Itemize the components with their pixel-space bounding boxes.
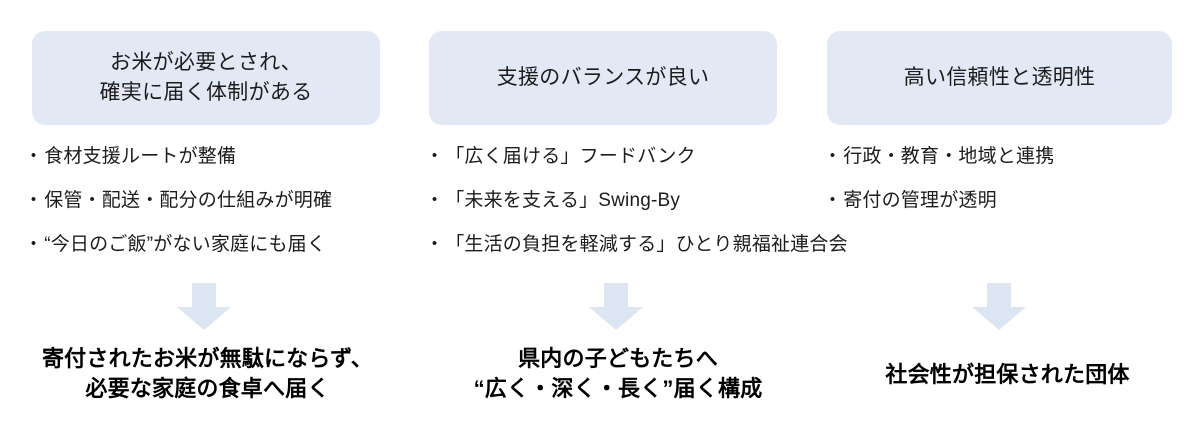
column-3: 高い信頼性と透明性 ・行政・教育・地域と連携 ・寄付の管理が透明 社会性が担保さ…: [815, 0, 1200, 448]
list-item-label: “今日のご飯”がない家庭にも届く: [44, 234, 327, 255]
down-arrow-icon: [175, 283, 233, 331]
column-2-conclusion-text: 県内の子どもたちへ “広く・深く・長く”届く構成: [473, 346, 763, 401]
column-3-header-box: 高い信頼性と透明性: [827, 31, 1172, 125]
list-item: ・「広く届ける」フードバンク: [425, 145, 825, 189]
down-arrow-icon: [970, 283, 1028, 331]
list-item: ・「生活の負担を軽減する」ひとり親福祉連合会: [425, 233, 848, 277]
list-item: ・「未来を支える」Swing-By: [425, 189, 825, 233]
list-item: ・寄付の管理が透明: [823, 189, 1200, 233]
list-item-label: 食材支援ルートが整備: [44, 146, 237, 167]
bullet-point-icon: ・: [823, 190, 843, 211]
column-1-header-box: お米が必要とされ、 確実に届く体制がある: [32, 31, 380, 125]
column-3-conclusion-text: 社会性が担保された団体: [885, 362, 1130, 387]
bullet-point-icon: ・: [24, 234, 44, 255]
column-3-bullet-list: ・行政・教育・地域と連携 ・寄付の管理が透明: [823, 145, 1200, 233]
column-3-header-text: 高い信頼性と透明性: [903, 66, 1096, 89]
down-arrow-icon: [587, 283, 645, 331]
column-1-bullet-list: ・食材支援ルートが整備 ・保管・配送・配分の仕組みが明確 ・“今日のご飯”がない…: [24, 145, 414, 277]
column-1: お米が必要とされ、 確実に届く体制がある ・食材支援ルートが整備 ・保管・配送・…: [0, 0, 415, 448]
column-1-header-text: お米が必要とされ、 確実に届く体制がある: [99, 51, 313, 104]
bullet-point-icon: ・: [425, 190, 445, 211]
column-2-bullet-list: ・「広く届ける」フードバンク ・「未来を支える」Swing-By ・「生活の負担…: [425, 145, 848, 277]
bullet-point-icon: ・: [24, 190, 44, 211]
list-item-label: 「未来を支える」Swing-By: [445, 190, 681, 211]
list-item-label: 「生活の負担を軽減する」ひとり親福祉連合会: [445, 234, 848, 255]
column-1-conclusion-text: 寄付されたお米が無駄にならず、 必要な家庭の食卓へ届く: [41, 346, 374, 401]
list-item: ・“今日のご飯”がない家庭にも届く: [24, 233, 414, 277]
list-item-label: 保管・配送・配分の仕組みが明確: [44, 190, 333, 211]
list-item-label: 行政・教育・地域と連携: [843, 146, 1055, 167]
column-2-header-box: 支援のバランスが良い: [429, 31, 777, 125]
list-item-label: 寄付の管理が透明: [843, 190, 997, 211]
column-2-header-text: 支援のバランスが良い: [496, 66, 710, 89]
list-item: ・食材支援ルートが整備: [24, 145, 414, 189]
list-item: ・保管・配送・配分の仕組みが明確: [24, 189, 414, 233]
bullet-point-icon: ・: [425, 234, 445, 255]
column-2: 支援のバランスが良い ・「広く届ける」フードバンク ・「未来を支える」Swing…: [415, 0, 848, 448]
bullet-point-icon: ・: [823, 146, 843, 167]
list-item: ・行政・教育・地域と連携: [823, 145, 1200, 189]
list-item-label: 「広く届ける」フードバンク: [445, 146, 696, 167]
bullet-point-icon: ・: [24, 146, 44, 167]
bullet-point-icon: ・: [425, 146, 445, 167]
